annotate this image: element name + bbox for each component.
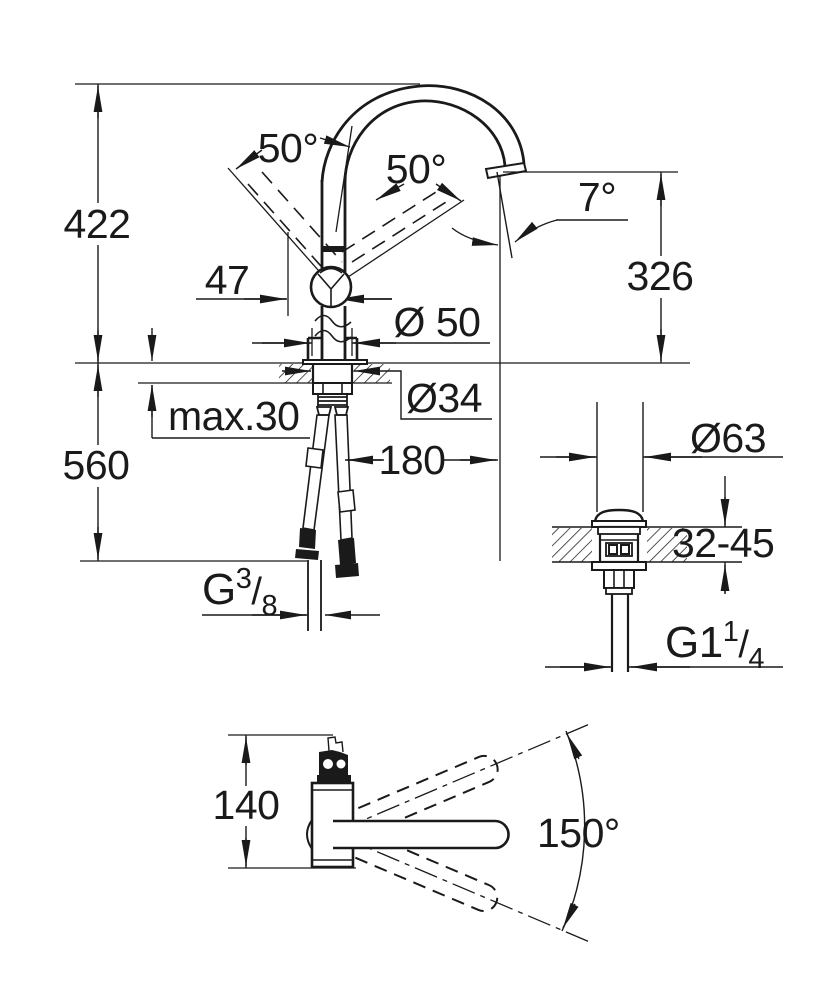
spout-inner-curve [343, 99, 507, 183]
handle-knob-detail [317, 267, 345, 306]
spout-top-view [333, 819, 510, 850]
dim-deck-thickness-label: 32-45 [672, 520, 774, 566]
supply-tube [307, 560, 322, 631]
handle-joint-mark [321, 246, 346, 252]
supply-hoses [295, 414, 359, 631]
handle-top-view [319, 750, 348, 775]
angle-swivel-range-label: 150° [537, 810, 620, 856]
outlet-tilt-line [496, 171, 513, 259]
spout-swing-lower [338, 824, 589, 942]
dim-flange-diameter-label: Ø63 [690, 415, 766, 461]
hose-right-fitting [335, 538, 359, 578]
mounting-shank [311, 364, 354, 383]
dim-handle-projection: 47 [196, 232, 392, 316]
angle-right-handle-label: 50° [386, 146, 447, 192]
waste-body [552, 508, 742, 672]
hose-left-fitting [295, 528, 319, 560]
top-view-body [306, 736, 510, 869]
hose-left [302, 414, 330, 531]
front-view: 422 560 max.30 47 [61, 83, 694, 631]
spout-outer-curve [320, 84, 526, 183]
dim-waste-thread: G11/4 [545, 616, 783, 675]
dim-base-diameter: Ø 50 [252, 299, 490, 356]
faucet-outline [302, 84, 528, 416]
dim-body-depth-label: 140 [213, 782, 280, 828]
dim-spout-reach: 180 [345, 437, 498, 483]
dim-total-height-label: 422 [64, 201, 131, 247]
dim-installation-depth-label: 560 [63, 442, 130, 488]
mounting-nut [312, 382, 353, 395]
angle-spout-tilt-label: 7° [578, 174, 616, 220]
deck-hatch-right [647, 528, 687, 562]
dim-total-height: 422 [64, 84, 131, 363]
dim-max-thickness-label: max.30 [168, 393, 299, 439]
angle-left-handle-label: 50° [258, 125, 319, 171]
dim-spout-height-label: 326 [627, 253, 694, 299]
threaded-shank [317, 394, 348, 407]
dim-deck-thickness: 32-45 [672, 476, 775, 594]
dim-flange-diameter: Ø63 [540, 415, 783, 462]
counter-hatch-left [279, 364, 313, 383]
dim-body-depth: 140 [213, 735, 280, 868]
spout-outlet [484, 161, 528, 180]
counter-hatch-right [352, 364, 390, 383]
dim-base-diameter-label: Ø 50 [394, 299, 481, 345]
dim-installation-depth: 560 [61, 363, 131, 561]
dim-hole-diameter: Ø34 [282, 366, 492, 421]
waste-detail-view: Ø63 32-45 [540, 402, 783, 675]
angle-swivel-range: 150° [537, 730, 620, 932]
base-cylinder [306, 336, 359, 360]
waste-cap-dome [593, 508, 645, 522]
spout-swing-upper [338, 724, 589, 843]
base-plate [302, 359, 368, 365]
waste-washer [591, 561, 647, 571]
dim-max-thickness: max.30 [147, 328, 310, 439]
dim-supply-thread: G3/8 [202, 563, 380, 622]
dim-hole-diameter-label: Ø34 [406, 375, 482, 421]
deck-hatch-left [552, 528, 592, 562]
hose-right [334, 414, 353, 541]
angle-right-handle: 50° [375, 146, 462, 202]
waste-tailpipe [610, 594, 630, 672]
dim-handle-projection-label: 47 [205, 257, 250, 303]
top-view: 140 150° [213, 724, 620, 942]
angle-left-handle: 50° [235, 125, 351, 171]
body-column [320, 180, 347, 360]
dim-spout-reach-label: 180 [379, 437, 446, 483]
column-break-squiggle [314, 314, 352, 343]
deck-lines [552, 526, 742, 563]
lever-tip-glyph [327, 736, 344, 753]
dim-waste-thread-label: G11/4 [665, 616, 764, 675]
dim-spout-height: 326 [503, 171, 694, 363]
angle-spout-tilt: 7° [451, 171, 628, 561]
dim-supply-thread-label: G3/8 [202, 563, 277, 622]
waste-extension-lines [596, 402, 644, 512]
